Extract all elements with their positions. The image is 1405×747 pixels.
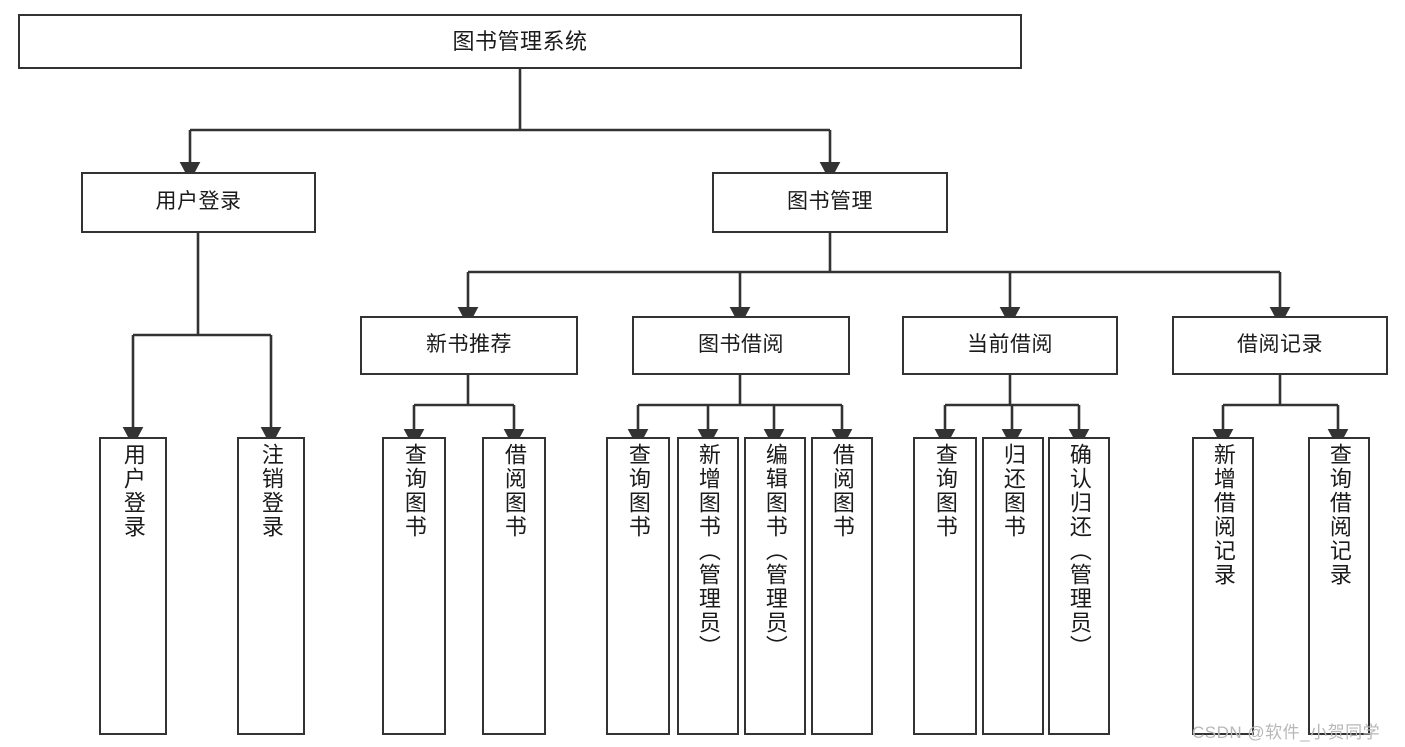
node-book-borrow[interactable]: 图书借阅	[632, 316, 850, 375]
leaf-borrow-book[interactable]: 借阅图书	[811, 437, 873, 735]
leaf-logout-login[interactable]: 注销登录	[237, 437, 305, 735]
node-label: 新书推荐	[426, 333, 512, 357]
node-label: 当前借阅	[967, 333, 1053, 357]
leaf-user-login[interactable]: 用户登录	[99, 437, 167, 735]
leaf-query-book-borrow[interactable]: 查询图书	[606, 437, 670, 735]
node-label: 查询图书	[625, 443, 651, 539]
leaf-query-book-recommend[interactable]: 查询图书	[382, 437, 446, 735]
node-borrow-record[interactable]: 借阅记录	[1172, 316, 1388, 375]
leaf-return-book[interactable]: 归还图书	[982, 437, 1044, 735]
leaf-query-borrow-record[interactable]: 查询借阅记录	[1308, 437, 1370, 735]
node-label: 图书管理系统	[452, 28, 588, 54]
node-label: 图书借阅	[698, 333, 784, 357]
node-label: 新增图书（管理员）	[695, 443, 721, 659]
node-label: 用户登录	[155, 190, 242, 214]
node-book-management[interactable]: 图书管理	[712, 172, 948, 233]
leaf-add-borrow-record[interactable]: 新增借阅记录	[1192, 437, 1254, 735]
node-label: 借阅图书	[829, 443, 855, 539]
node-label: 查询图书	[932, 443, 958, 539]
node-current-borrow[interactable]: 当前借阅	[902, 316, 1118, 375]
leaf-add-book[interactable]: 新增图书（管理员）	[677, 437, 739, 735]
node-label: 注销登录	[258, 443, 284, 539]
node-label: 确认归还（管理员）	[1066, 443, 1092, 659]
node-new-book-recommend[interactable]: 新书推荐	[360, 316, 578, 375]
node-label: 查询借阅记录	[1326, 443, 1352, 587]
node-label: 归还图书	[1000, 443, 1026, 539]
leaf-query-book-current[interactable]: 查询图书	[913, 437, 977, 735]
node-label: 借阅记录	[1237, 333, 1323, 357]
node-label: 编辑图书（管理员）	[762, 443, 788, 659]
node-label: 借阅图书	[501, 443, 527, 539]
leaf-edit-book[interactable]: 编辑图书（管理员）	[744, 437, 806, 735]
node-root-system[interactable]: 图书管理系统	[18, 14, 1022, 69]
leaf-confirm-return[interactable]: 确认归还（管理员）	[1048, 437, 1110, 735]
node-label: 查询图书	[401, 443, 427, 539]
node-user-login[interactable]: 用户登录	[81, 172, 316, 233]
csdn-watermark: CSDN @软件_小贺同学	[1192, 723, 1381, 742]
node-label: 用户登录	[120, 443, 146, 539]
node-label: 图书管理	[787, 190, 873, 214]
leaf-borrow-book-recommend[interactable]: 借阅图书	[482, 437, 546, 735]
node-label: 新增借阅记录	[1210, 443, 1236, 587]
